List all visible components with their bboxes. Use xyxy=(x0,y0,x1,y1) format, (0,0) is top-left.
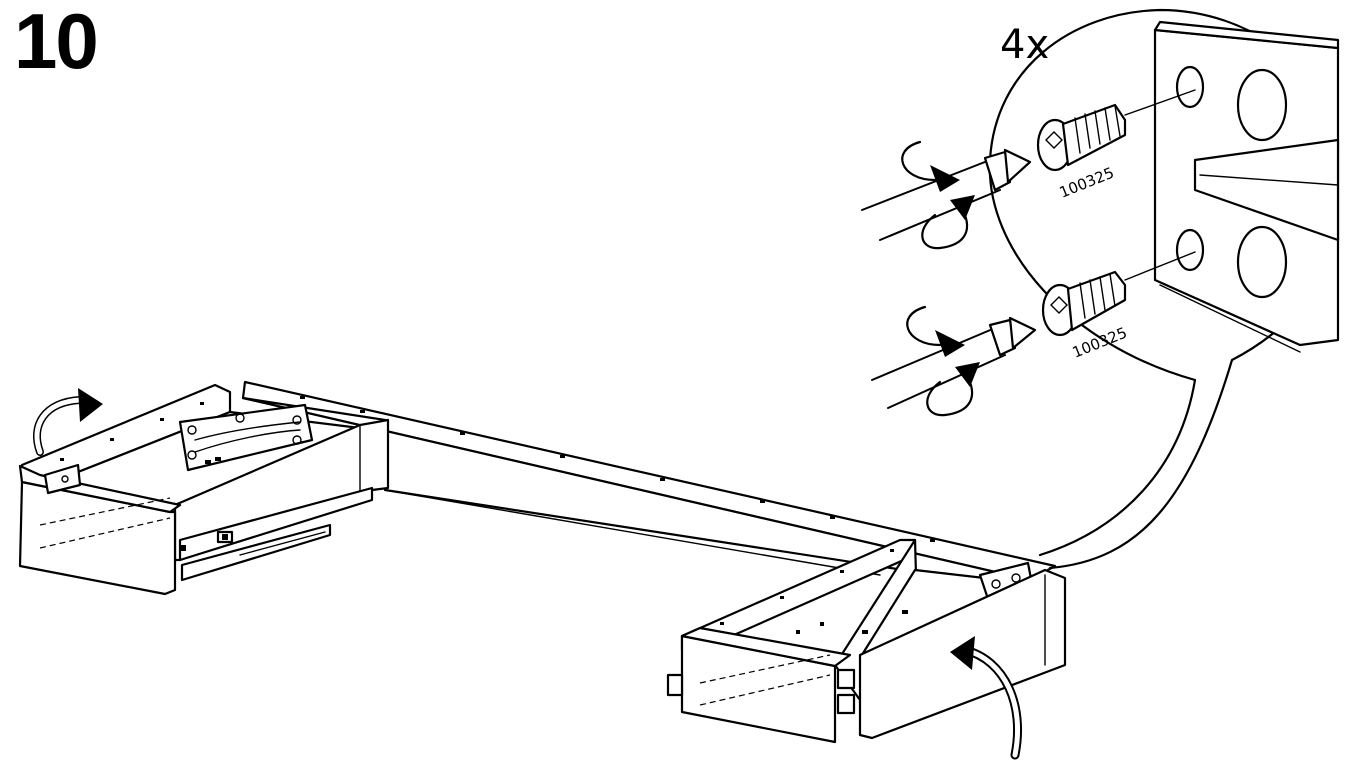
step-number: 10 xyxy=(14,0,99,85)
screw-quantity: 4x xyxy=(1000,22,1050,68)
left-box xyxy=(18,383,390,596)
screw-icon xyxy=(1041,270,1127,337)
screwdriver-icon xyxy=(861,140,1032,250)
screwdriver-icon xyxy=(871,305,1037,417)
part-code-upper: 100325 xyxy=(1057,164,1117,202)
detail-callout: 100325 100325 xyxy=(861,8,1340,570)
back-rail xyxy=(241,380,1057,590)
part-code-lower: 100325 xyxy=(1070,324,1130,362)
right-box xyxy=(666,538,1067,760)
screw-icon xyxy=(1036,103,1127,172)
